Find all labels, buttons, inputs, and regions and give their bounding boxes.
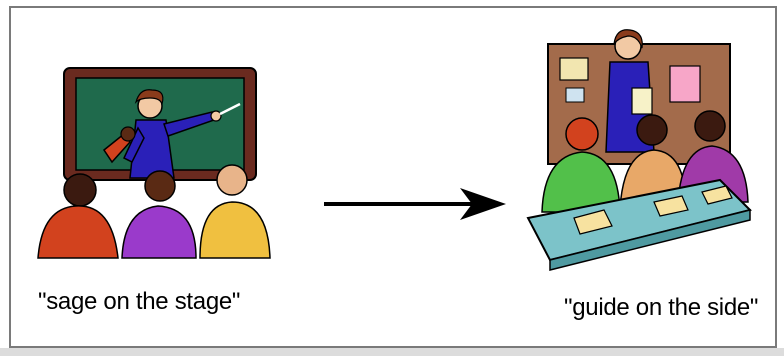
student-yellow	[199, 164, 271, 259]
guide-on-side-caption: "guide on the side"	[564, 294, 759, 321]
sage-on-stage-illustration	[20, 58, 280, 268]
student-red	[37, 126, 136, 259]
frame-shadow	[0, 348, 784, 356]
teacher-figure	[123, 89, 241, 179]
arrow-right-icon	[322, 186, 508, 227]
table	[526, 178, 752, 271]
sage-on-stage-caption: "sage on the stage"	[38, 288, 241, 315]
student-green	[541, 117, 621, 213]
guide-on-side-illustration	[520, 22, 760, 272]
student-purple	[121, 170, 197, 259]
